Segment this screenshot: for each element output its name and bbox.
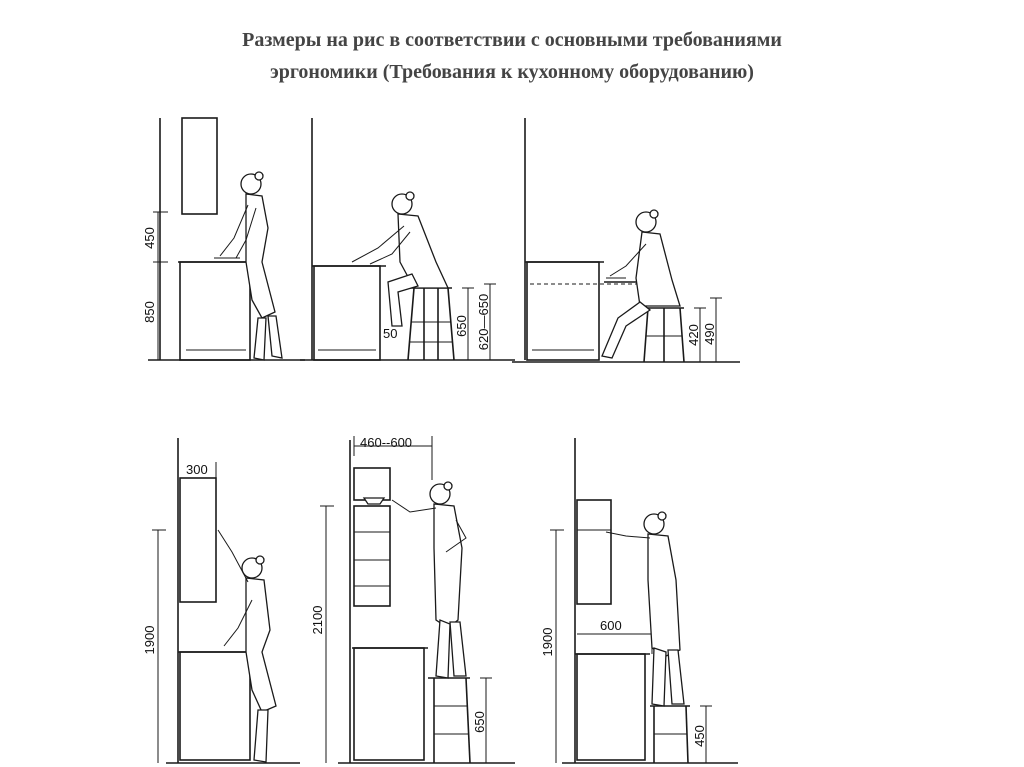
dim-counter-height: 850: [142, 301, 157, 323]
dim-seat-offset: 50: [383, 326, 397, 341]
panel-high-stool: 650 620—650 50: [300, 118, 515, 361]
woman-seated-figure: [601, 209, 681, 359]
low-step: [650, 705, 690, 764]
woman-reaching-figure: [217, 529, 277, 763]
dim-step-height: 450: [692, 725, 707, 747]
wall-cabinet: [181, 117, 218, 215]
dim-table-height: 490: [702, 323, 717, 345]
base-cabinet: [576, 653, 646, 761]
bowl-object: [362, 497, 386, 505]
base-cabinet: [526, 261, 600, 361]
panel-low-stool: 420 490: [512, 118, 740, 363]
dim-step-height: 650: [472, 711, 487, 733]
dim-reach-height: 2100: [310, 606, 325, 635]
base-cabinet: [179, 651, 251, 761]
dim-reach-height: 1900: [540, 628, 555, 657]
slide-title: Размеры на рис в соответствии с основным…: [0, 24, 1024, 88]
woman-standing-figure: [214, 171, 283, 361]
base-cabinet: [313, 265, 381, 361]
panel-standing-counter: 450 850: [142, 117, 305, 361]
base-cabinet: [179, 261, 251, 361]
panel-step-tall-cabinet: 460--600 2100 650: [310, 435, 515, 764]
woman-seated-figure: [351, 191, 450, 327]
woman-on-step-figure: [605, 511, 685, 707]
dim-reach-height: 1900: [142, 626, 157, 655]
woman-on-step-figure: [391, 481, 467, 679]
dim-cabinet-depth: 300: [186, 462, 208, 477]
upper-cabinet: [353, 467, 391, 501]
high-stool: [407, 287, 455, 361]
dim-stool-height: 420: [686, 324, 701, 346]
low-stool: [643, 307, 685, 363]
wall-cabinet: [179, 477, 217, 603]
dim-upper-cabinet: 450: [142, 227, 157, 249]
panel-reach-wall-cabinet: 300 1900: [142, 438, 300, 764]
dim-counter-depth: 600: [600, 618, 622, 633]
dim-stool-height: 650: [454, 315, 469, 337]
open-shelving: [353, 505, 391, 607]
step-stool: [428, 677, 471, 764]
title-line-2: эргономики (Требования к кухонному обору…: [270, 61, 754, 83]
title-line-1: Размеры на рис в соответствии с основным…: [242, 29, 782, 51]
base-cabinet: [353, 647, 425, 761]
dim-counter-range: 620—650: [476, 294, 491, 350]
panel-low-step-upper-cabinet: 600 1900 450: [540, 438, 738, 764]
wall-cabinet: [576, 499, 612, 605]
dim-depth-range: 460--600: [360, 435, 412, 450]
